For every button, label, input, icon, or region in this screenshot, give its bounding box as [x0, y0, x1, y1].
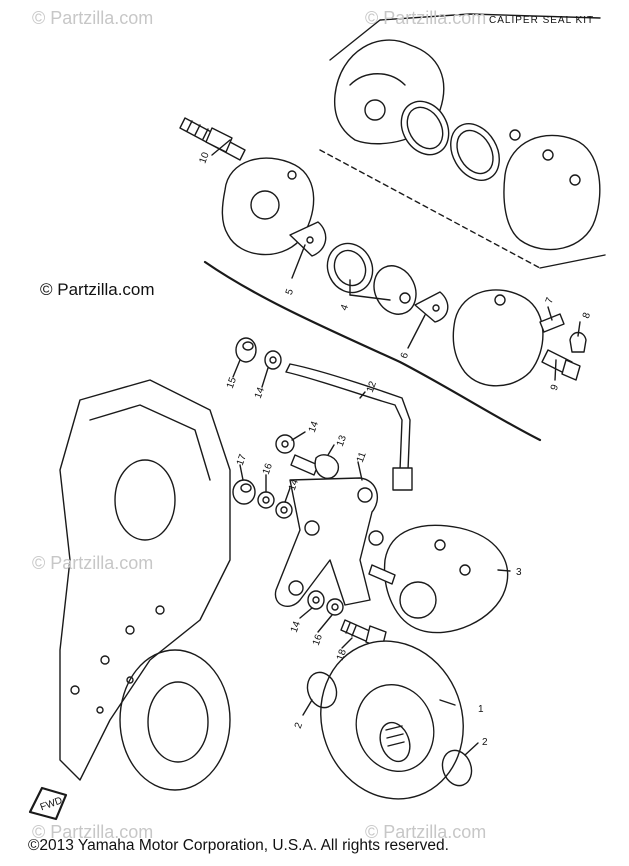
- callout-14: 14: [287, 478, 301, 493]
- leader-lines: [211, 139, 581, 756]
- caliper-seal-kit-label: CALIPER SEAL KIT: [489, 15, 595, 26]
- brake-caliper-upper: [179, 117, 587, 387]
- callout-17: 17: [235, 453, 249, 468]
- callout-7: 7: [544, 296, 556, 305]
- callout-12: 12: [365, 380, 379, 395]
- watermark-faint: © Partzilla.com: [32, 8, 154, 28]
- copyright-notice: ©2013 Yamaha Motor Corporation, U.S.A. A…: [28, 837, 449, 854]
- caliper-seal-kit-group: [319, 13, 606, 269]
- watermark-faint: © Partzilla.com: [32, 553, 154, 573]
- callout-8: 8: [581, 311, 593, 320]
- callout-labels: 10 5 4 6 7 8 9 12 15 14 14 13 11 17 16 1…: [198, 150, 594, 748]
- watermark-faint: © Partzilla.com: [365, 822, 487, 842]
- forward-direction-arrow: FWD: [28, 786, 68, 821]
- callout-4: 4: [339, 303, 351, 312]
- brake-disc-assembly: [306, 640, 473, 800]
- callout-2: 2: [482, 737, 488, 748]
- callout-14: 14: [253, 386, 267, 401]
- watermark-faint: © Partzilla.com: [32, 822, 154, 842]
- caliper-bracket-assembly: [232, 337, 509, 649]
- callout-1: 1: [478, 704, 484, 715]
- callout-10: 10: [198, 150, 212, 165]
- callout-18: 18: [335, 648, 349, 663]
- callout-6: 6: [399, 351, 411, 360]
- callout-16: 16: [261, 462, 275, 477]
- callout-14: 14: [307, 420, 321, 435]
- callout-3: 3: [516, 567, 522, 578]
- callout-13: 13: [335, 434, 349, 449]
- hub-housing: [59, 379, 231, 791]
- callout-15: 15: [225, 376, 239, 391]
- callout-11: 11: [355, 450, 369, 464]
- callout-16: 16: [311, 633, 325, 648]
- callout-5: 5: [284, 287, 296, 296]
- watermark-main: © Partzilla.com: [40, 280, 155, 299]
- callout-2: 2: [293, 721, 305, 730]
- callout-9: 9: [549, 383, 561, 392]
- watermark-faint: © Partzilla.com: [365, 8, 487, 28]
- callout-14: 14: [289, 620, 303, 635]
